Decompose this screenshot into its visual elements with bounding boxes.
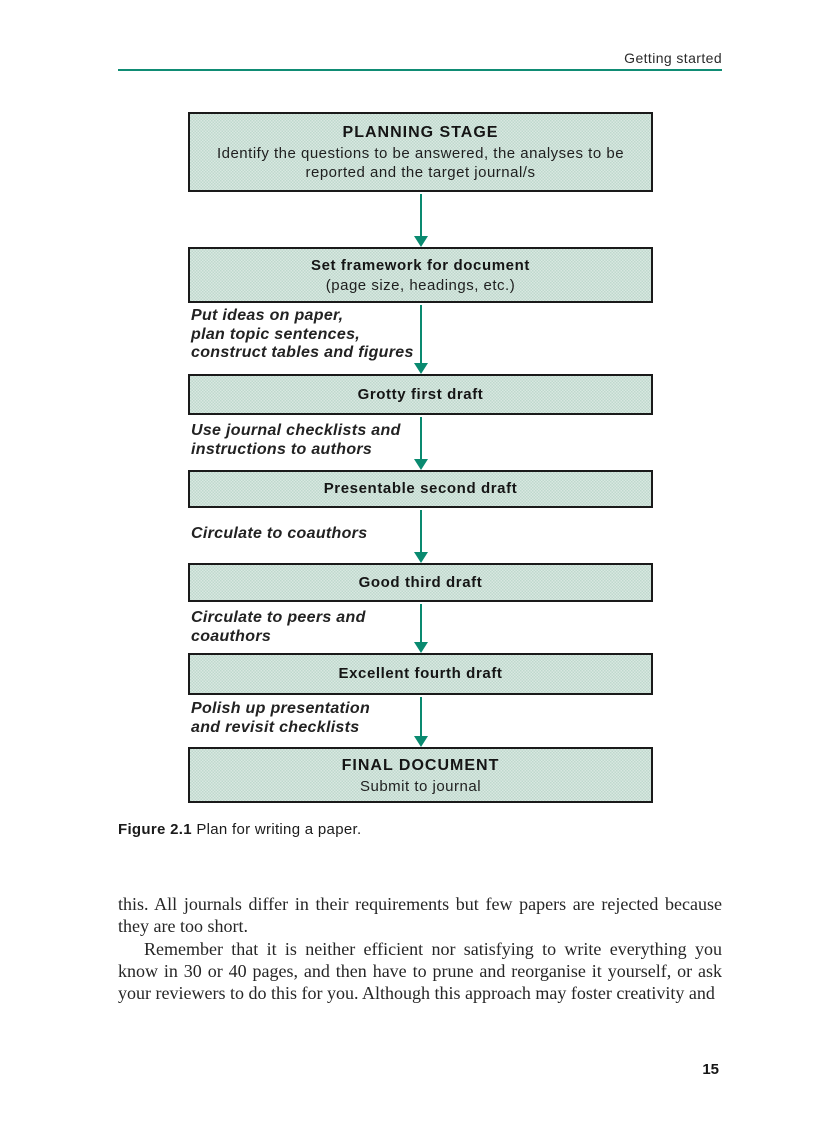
flow-box-set-framework: Set framework for document (page size, h… xyxy=(188,247,653,303)
flow-arrow-4 xyxy=(413,510,429,563)
flow-arrow-5 xyxy=(413,604,429,653)
arrow-down-icon xyxy=(414,459,428,470)
running-header: Getting started xyxy=(624,50,722,66)
annotation-circulate-peers: Circulate to peers and coauthors xyxy=(191,609,366,645)
arrow-shaft xyxy=(420,417,422,460)
flow-arrow-2 xyxy=(413,305,429,374)
flow-arrow-1 xyxy=(413,194,429,247)
arrow-shaft xyxy=(420,604,422,643)
arrow-down-icon xyxy=(414,736,428,747)
flow-box-planning-stage: PLANNING STAGE Identify the questions to… xyxy=(188,112,653,192)
body-paragraph-2: Remember that it is neither efficient no… xyxy=(118,938,722,1004)
arrow-shaft xyxy=(420,194,422,237)
flow-box-title: Grotty first draft xyxy=(357,385,484,403)
body-paragraph-1: this. All journals differ in their requi… xyxy=(118,894,722,937)
flow-box-second-draft: Presentable second draft xyxy=(188,470,653,508)
flow-box-body: Identify the questions to be answered, t… xyxy=(216,145,625,181)
flow-box-title: Presentable second draft xyxy=(323,480,518,497)
flow-box-title: PLANNING STAGE xyxy=(342,124,499,141)
body-text-block: this. All journals differ in their requi… xyxy=(118,893,722,1004)
flow-box-title: Good third draft xyxy=(358,573,483,591)
flow-arrow-6 xyxy=(413,697,429,747)
flow-box-third-draft: Good third draft xyxy=(188,563,653,602)
arrow-down-icon xyxy=(414,552,428,563)
flow-box-fourth-draft: Excellent fourth draft xyxy=(188,653,653,695)
flow-box-title: FINAL DOCUMENT xyxy=(341,756,500,774)
figure-caption-text: Plan for writing a paper. xyxy=(191,821,362,838)
arrow-shaft xyxy=(420,510,422,553)
header-rule xyxy=(118,69,722,71)
arrow-down-icon xyxy=(414,363,428,374)
flow-box-title: Set framework for document xyxy=(311,256,530,274)
flow-box-title: Excellent fourth draft xyxy=(338,665,503,682)
figure-caption: Figure 2.1 Plan for writing a paper. xyxy=(118,821,722,838)
flow-box-final-document: FINAL DOCUMENT Submit to journal xyxy=(188,747,653,803)
arrow-shaft xyxy=(420,305,422,364)
annotation-use-checklists: Use journal checklists and instructions … xyxy=(191,422,401,458)
flow-box-body: Submit to journal xyxy=(359,777,482,795)
annotation-polish-presentation: Polish up presentation and revisit check… xyxy=(191,700,371,736)
page-number: 15 xyxy=(702,1061,719,1078)
flow-box-body: (page size, headings, etc.) xyxy=(325,276,516,294)
flow-arrow-3 xyxy=(413,417,429,470)
figure-caption-label: Figure 2.1 xyxy=(118,821,192,838)
arrow-down-icon xyxy=(414,642,428,653)
flow-box-first-draft: Grotty first draft xyxy=(188,374,653,415)
arrow-down-icon xyxy=(414,236,428,247)
annotation-put-ideas: Put ideas on paper, plan topic sentences… xyxy=(191,307,414,361)
arrow-shaft xyxy=(420,697,422,737)
annotation-circulate-coauthors: Circulate to coauthors xyxy=(191,525,368,542)
